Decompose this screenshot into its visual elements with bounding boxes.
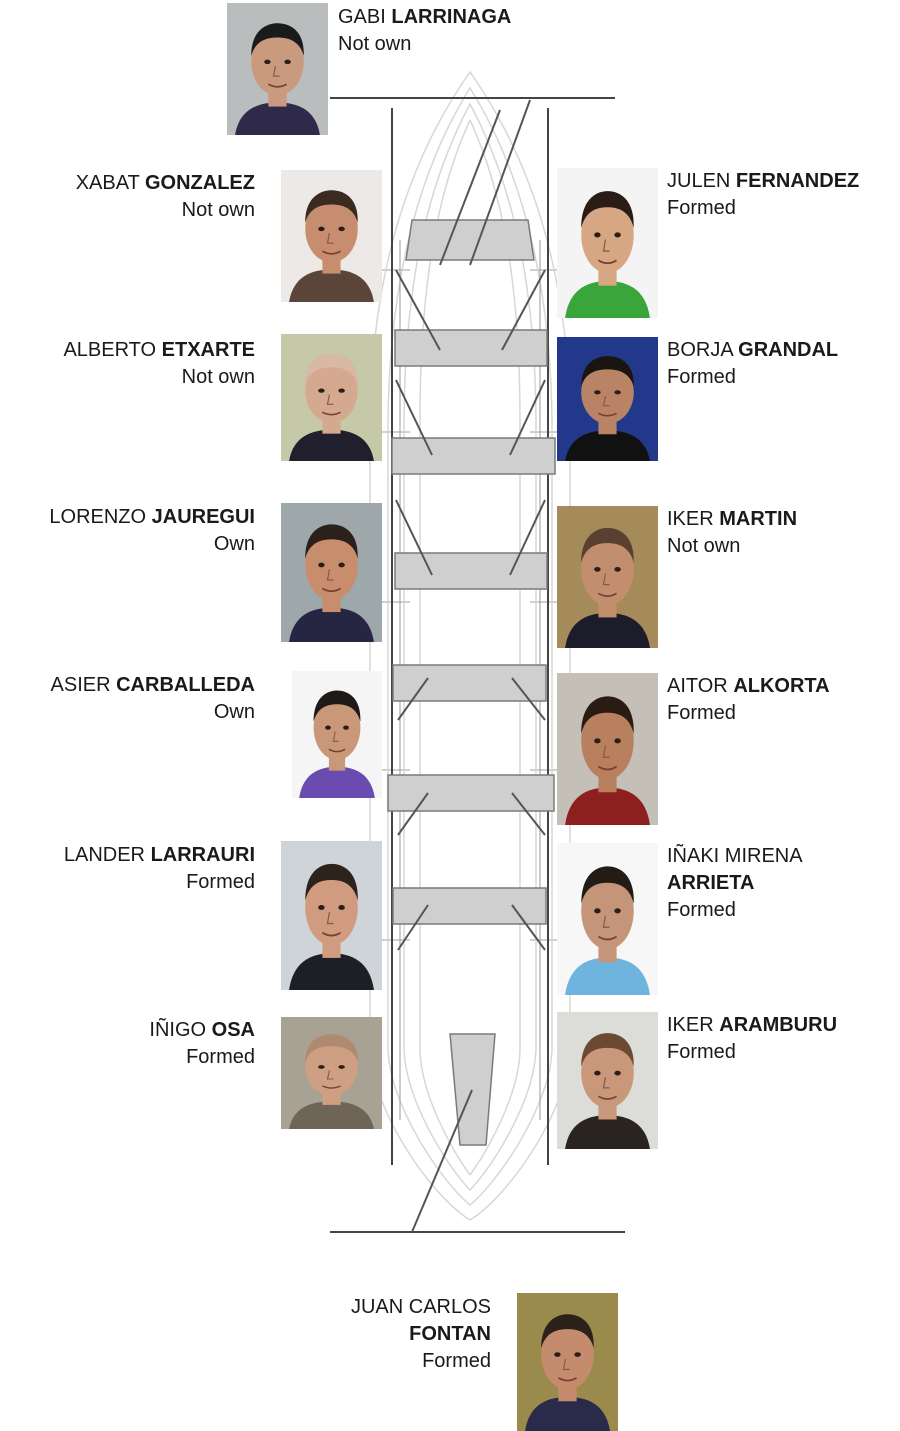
crew-status: Not own (181, 366, 255, 388)
crew-status: Formed (667, 899, 736, 921)
photo-gonzalez (281, 170, 382, 302)
hull-inner (387, 86, 553, 1206)
photo-arrieta (557, 843, 658, 995)
crew-label-osa: IÑIGO OSA Formed (149, 1017, 255, 1071)
hull-outer (369, 70, 571, 1221)
photo-fernandez (557, 168, 658, 318)
crew-status: Formed (422, 1350, 491, 1372)
seat (405, 219, 535, 261)
photo-larrinaga (227, 3, 328, 135)
crew-status: Own (213, 533, 255, 555)
crew-status: Formed (667, 702, 736, 724)
seat (394, 552, 548, 590)
crew-label-jauregui: LORENZO JAUREGUI Own (49, 504, 255, 558)
crew-label-gonzalez: XABAT GONZALEZ Not own (76, 170, 255, 224)
crew-label-fernandez: JULEN FERNANDEZ Formed (667, 168, 859, 222)
crew-label-larrauri: LANDER LARRAURI Formed (64, 842, 255, 896)
seat (392, 664, 547, 702)
crew-label-arrieta: IÑAKI MIRENA ARRIETA Formed (667, 843, 803, 924)
crew-status: Not own (181, 199, 255, 221)
crew-label-aramburu: IKER ARAMBURU Formed (667, 1012, 837, 1066)
seat (387, 774, 555, 812)
crew-status: Not own (667, 535, 741, 557)
crew-status: Formed (667, 197, 736, 219)
seat (394, 329, 548, 367)
seat (391, 437, 556, 475)
crew-status: Formed (667, 1041, 736, 1063)
crew-label-larrinaga: GABI LARRINAGA Not own (338, 4, 511, 58)
crew-status: Formed (667, 366, 736, 388)
crew-label-carballeda: ASIER CARBALLEDA Own (51, 672, 255, 726)
crew-label-grandal: BORJA GRANDAL Formed (667, 337, 838, 391)
photo-martin (557, 506, 658, 648)
crew-status: Not own (338, 33, 412, 55)
photo-grandal (557, 337, 658, 461)
photo-osa (281, 1017, 382, 1129)
photo-fontan (517, 1293, 618, 1431)
crew-label-alkorta: AITOR ALKORTA Formed (667, 673, 830, 727)
photo-jauregui (281, 503, 382, 642)
crew-label-fontan: JUAN CARLOS FONTAN Formed (351, 1294, 491, 1375)
crew-label-etxarte: ALBERTO ETXARTE Not own (63, 337, 255, 391)
crew-status: Own (213, 701, 255, 723)
photo-etxarte (281, 334, 382, 461)
crew-label-martin: IKER MARTIN Not own (667, 506, 797, 560)
photo-carballeda (292, 671, 382, 798)
crew-status: Formed (186, 871, 255, 893)
photo-aramburu (557, 1012, 658, 1149)
photo-larrauri (281, 841, 382, 990)
crew-status: Formed (186, 1046, 255, 1068)
photo-alkorta (557, 673, 658, 825)
